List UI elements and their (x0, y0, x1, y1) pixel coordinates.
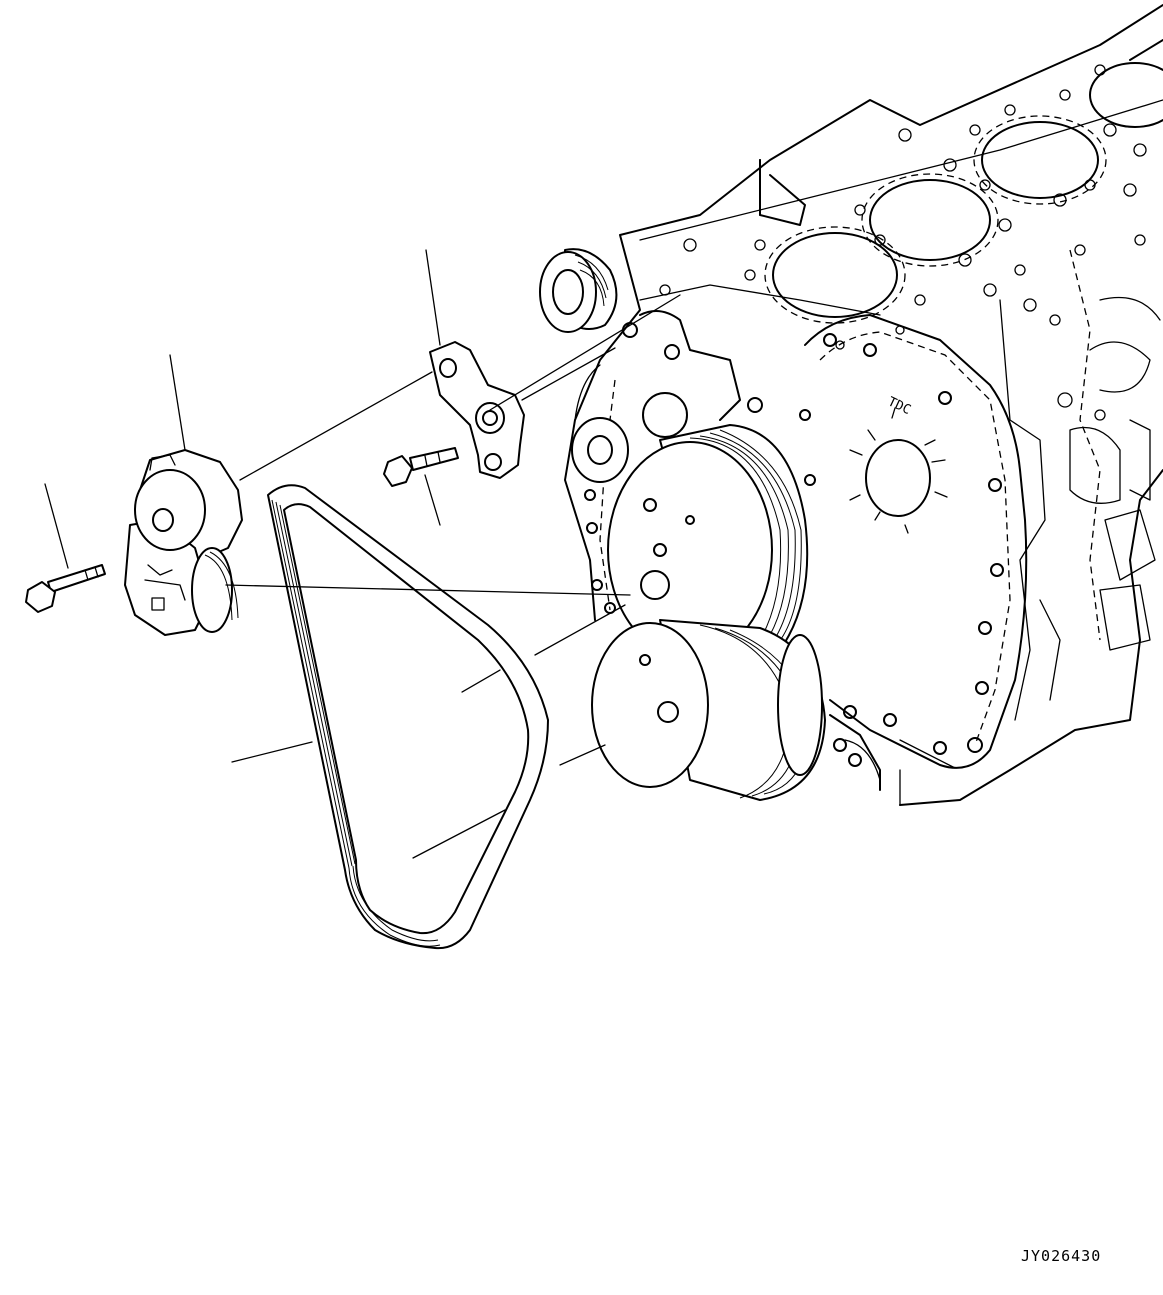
front-cover: TDC (799, 314, 1028, 769)
timing-mark-label: TDC (885, 394, 913, 418)
main-pulley (607, 424, 809, 666)
upper-idler-pulley (539, 248, 618, 333)
tensioner-bracket (429, 341, 525, 479)
v-belt-ribs (271, 499, 441, 947)
cylinder-bores (764, 62, 1163, 324)
timing-marks (849, 407, 948, 534)
engine-block: TDC (564, 4, 1163, 806)
main-pulley-grooves (689, 429, 802, 656)
crank-pulley (591, 619, 826, 801)
v-belt (267, 484, 549, 950)
tensioner-bolt (25, 564, 106, 613)
block-side-detail (999, 249, 1161, 721)
head-bolt-holes (659, 64, 1147, 421)
assembly-lines (225, 294, 681, 859)
front-housing (571, 310, 763, 614)
belt-tensioner (124, 449, 243, 636)
drawing-code: JY026430 (1021, 1247, 1102, 1265)
bracket-bolt (383, 447, 459, 487)
callout-leaders (44, 249, 441, 763)
lower-housing (829, 714, 956, 806)
